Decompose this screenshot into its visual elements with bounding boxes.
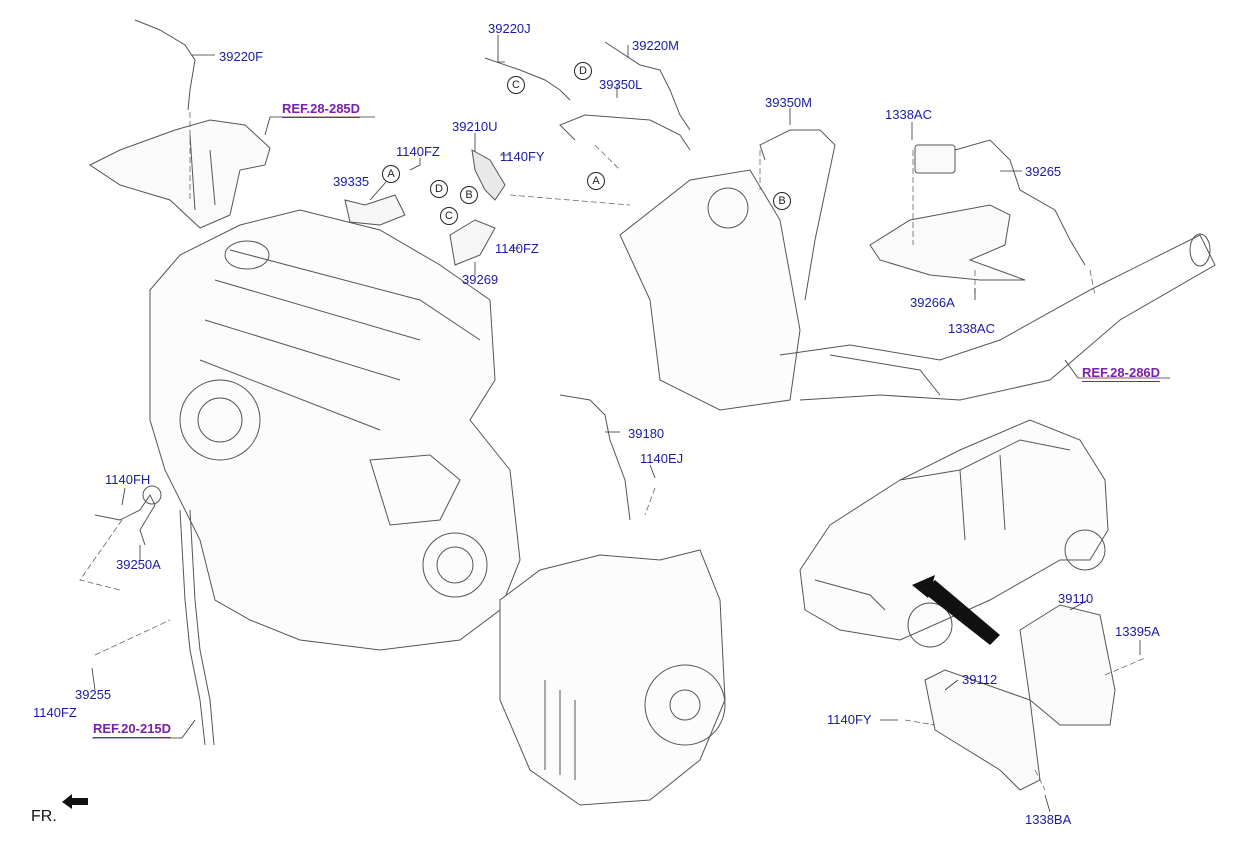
part-label-1338ac-top[interactable]: 1338AC: [885, 107, 932, 122]
part-label-39255[interactable]: 39255: [75, 687, 112, 702]
front-arrow-icon: [62, 794, 88, 809]
part-label-39266a[interactable]: 39266A: [910, 295, 955, 310]
part-label-39250a[interactable]: 39250A: [116, 557, 161, 572]
connector-marker-c-2: C: [440, 207, 458, 225]
part-label-1140fy-ecu[interactable]: 1140FY: [827, 712, 872, 727]
part-label-39220m[interactable]: 39220M: [632, 38, 679, 53]
connector-marker-a-2: A: [587, 172, 605, 190]
part-label-13395a[interactable]: 13395A: [1115, 624, 1160, 639]
part-label-39265[interactable]: 39265: [1025, 164, 1062, 179]
reference-link-28-285d[interactable]: REF.28-285D: [282, 101, 361, 118]
connector-marker-a: A: [382, 165, 400, 183]
connector-marker-c: C: [507, 76, 525, 94]
part-label-39335[interactable]: 39335: [333, 174, 370, 189]
part-label-1140fy-top[interactable]: 1140FY: [500, 149, 545, 164]
part-label-1140ej[interactable]: 1140EJ: [640, 451, 684, 466]
part-label-1140fh[interactable]: 1140FH: [105, 472, 151, 487]
part-label-39110[interactable]: 39110: [1058, 591, 1094, 606]
connector-marker-d-2: D: [430, 180, 448, 198]
part-label-1140fz-mid[interactable]: 1140FZ: [396, 144, 440, 159]
reference-link-28-286d[interactable]: REF.28-286D: [1082, 365, 1161, 382]
part-label-1140fz-left[interactable]: 1140FZ: [33, 705, 77, 720]
part-label-39220f[interactable]: 39220F: [219, 49, 264, 64]
connector-marker-d: D: [574, 62, 592, 80]
part-label-39210u[interactable]: 39210U: [452, 119, 498, 134]
part-label-39180[interactable]: 39180: [628, 426, 665, 441]
part-label-1338ac-bottom[interactable]: 1338AC: [948, 321, 995, 336]
part-label-39220j[interactable]: 39220J: [488, 21, 531, 36]
part-label-39112[interactable]: 39112: [962, 672, 998, 687]
part-label-39350m[interactable]: 39350M: [765, 95, 812, 110]
connector-marker-b-2: B: [773, 192, 791, 210]
part-label-39269[interactable]: 39269: [462, 272, 499, 287]
connector-marker-b: B: [460, 186, 478, 204]
front-direction-label: FR.: [31, 808, 57, 825]
part-label-1140fz-right[interactable]: 1140FZ: [495, 241, 539, 256]
part-label-1338ba[interactable]: 1338BA: [1025, 812, 1072, 827]
part-label-39350l[interactable]: 39350L: [599, 77, 643, 92]
reference-link-20-215d[interactable]: REF.20-215D: [93, 721, 172, 738]
